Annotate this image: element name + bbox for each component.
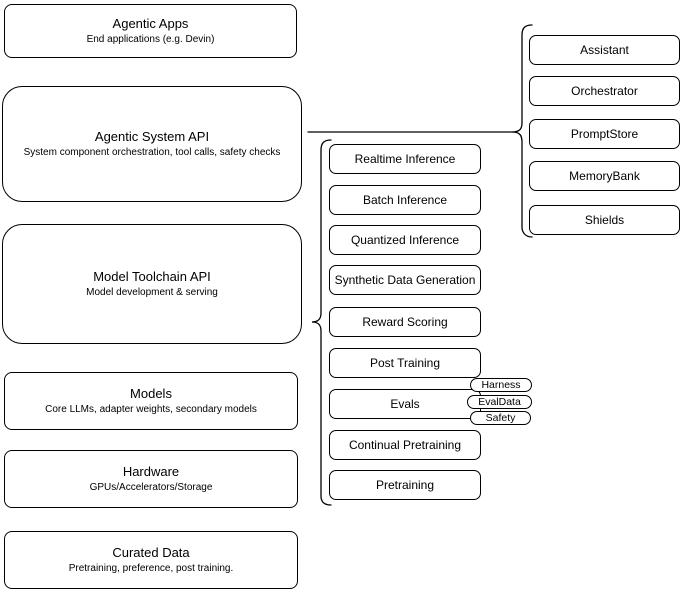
node-continual-pretraining: Continual Pretraining <box>329 430 481 460</box>
node-label: Quantized Inference <box>350 233 460 247</box>
node-label: Post Training <box>369 356 441 370</box>
badge-safety: Safety <box>470 411 531 425</box>
node-assistant: Assistant <box>529 35 680 65</box>
node-label: Evals <box>390 397 420 411</box>
node-subtitle: Pretraining, preference, post training. <box>68 563 234 574</box>
node-subtitle: Core LLMs, adapter weights, secondary mo… <box>45 404 257 415</box>
node-label: Synthetic Data Generation <box>334 273 476 287</box>
node-evals: Evals <box>329 389 481 419</box>
node-label: Assistant <box>580 43 629 57</box>
node-title: Models <box>130 386 172 401</box>
node-shields: Shields <box>529 205 680 235</box>
node-label: Orchestrator <box>571 84 638 98</box>
node-hardware: Hardware GPUs/Accelerators/Storage <box>4 450 298 508</box>
node-model-toolchain-api: Model Toolchain API Model development & … <box>2 224 302 344</box>
badge-label: Harness <box>481 379 521 391</box>
node-memorybank: MemoryBank <box>529 161 680 191</box>
node-agentic-system-api: Agentic System API System component orch… <box>2 86 302 202</box>
badge-evaldata: EvalData <box>467 395 532 409</box>
node-subtitle: End applications (e.g. Devin) <box>86 34 215 45</box>
node-label: MemoryBank <box>569 169 640 183</box>
node-reward-scoring: Reward Scoring <box>329 307 481 337</box>
node-label: Realtime Inference <box>354 152 456 166</box>
node-subtitle: GPUs/Accelerators/Storage <box>89 482 213 493</box>
node-orchestrator: Orchestrator <box>529 76 680 106</box>
badge-harness: Harness <box>470 378 532 392</box>
node-batch-inference: Batch Inference <box>329 185 481 215</box>
node-title: Model Toolchain API <box>93 269 211 284</box>
node-label: Reward Scoring <box>362 315 448 329</box>
node-label: Batch Inference <box>362 193 448 207</box>
node-curated-data: Curated Data Pretraining, preference, po… <box>4 531 298 589</box>
node-label: PromptStore <box>570 127 639 141</box>
node-title: Curated Data <box>112 545 190 560</box>
node-models: Models Core LLMs, adapter weights, secon… <box>4 372 298 430</box>
node-realtime-inference: Realtime Inference <box>329 144 481 174</box>
badge-label: Safety <box>485 412 516 424</box>
node-label: Shields <box>584 213 625 227</box>
node-promptstore: PromptStore <box>529 119 680 149</box>
node-post-training: Post Training <box>329 348 481 378</box>
node-label: Continual Pretraining <box>348 438 462 452</box>
node-pretraining: Pretraining <box>329 470 481 500</box>
node-quantized-inference: Quantized Inference <box>329 225 481 255</box>
node-title: Agentic System API <box>94 129 210 144</box>
node-label: Pretraining <box>375 478 435 492</box>
node-subtitle: Model development & serving <box>86 287 218 298</box>
node-agentic-apps: Agentic Apps End applications (e.g. Devi… <box>4 4 297 58</box>
node-title: Agentic Apps <box>112 16 189 31</box>
node-subtitle: System component orchestration, tool cal… <box>23 147 281 158</box>
node-synthetic-data-generation: Synthetic Data Generation <box>329 265 481 295</box>
badge-label: EvalData <box>478 396 521 408</box>
node-title: Hardware <box>122 464 180 479</box>
